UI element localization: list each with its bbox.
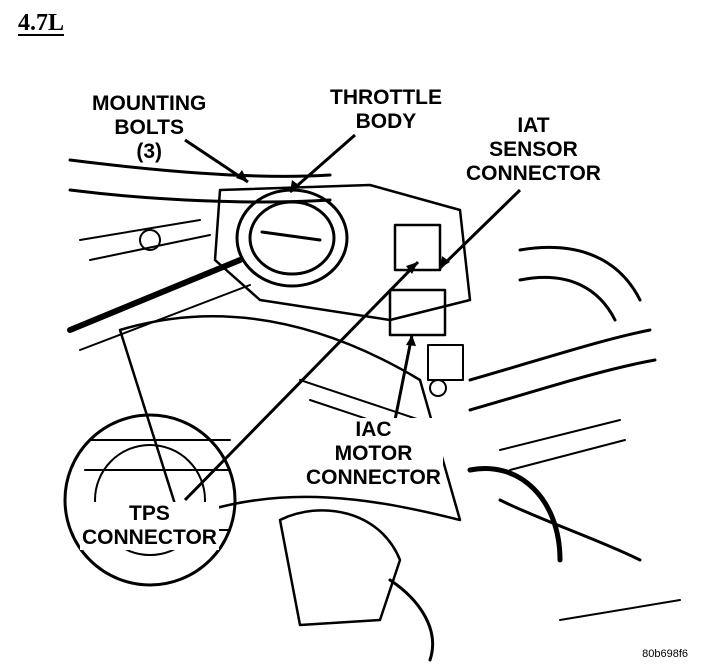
callout-mounting-bolts: MOUNTING BOLTS (3) xyxy=(92,92,206,164)
callout-mounting-bolts-line-1: MOUNTING xyxy=(92,92,207,115)
callout-tps-line-2: CONNECTOR xyxy=(82,526,217,549)
callout-iac-motor-connector: IAC MOTOR CONNECTOR xyxy=(304,418,443,490)
callout-iat-line-3: CONNECTOR xyxy=(466,162,601,185)
callout-throttle-body-line-2: BODY xyxy=(355,110,417,133)
callout-iac-line-3: CONNECTOR xyxy=(306,466,441,489)
figure-id: 80b698f6 xyxy=(642,648,688,660)
iat-connector-shape xyxy=(393,223,442,272)
callout-tps-line-1: TPS xyxy=(129,502,170,525)
leader-iac-connector xyxy=(393,334,414,421)
throttle-bore xyxy=(235,188,349,288)
callout-throttle-body-line-1: THROTTLE xyxy=(330,86,442,109)
callout-iat-line-2: SENSOR xyxy=(489,138,578,161)
leader-throttle-body xyxy=(289,133,356,194)
leader-tps-connector xyxy=(183,260,420,502)
right-hose-outline xyxy=(518,245,642,302)
leader-iat-connector xyxy=(438,188,522,270)
leader-mounting-bolts xyxy=(184,138,249,184)
callout-tps-connector: TPS CONNECTOR xyxy=(80,502,219,550)
callout-iat-sensor-connector: IAT SENSOR CONNECTOR xyxy=(466,114,601,186)
callout-throttle-body: THROTTLE BODY xyxy=(330,86,442,134)
callout-mounting-bolts-line-2: BOLTS xyxy=(114,116,184,139)
intake-manifold xyxy=(118,315,462,522)
callout-iat-line-1: IAT xyxy=(517,114,550,137)
callout-mounting-bolts-line-3: (3) xyxy=(136,140,162,163)
callout-iac-line-1: IAC xyxy=(355,418,392,441)
alternator xyxy=(63,413,237,587)
intake-hose-outline xyxy=(68,158,332,178)
iac-connector-shape xyxy=(388,288,447,337)
engine-title: 4.7L xyxy=(18,10,65,36)
callout-iac-line-2: MOTOR xyxy=(334,442,413,465)
